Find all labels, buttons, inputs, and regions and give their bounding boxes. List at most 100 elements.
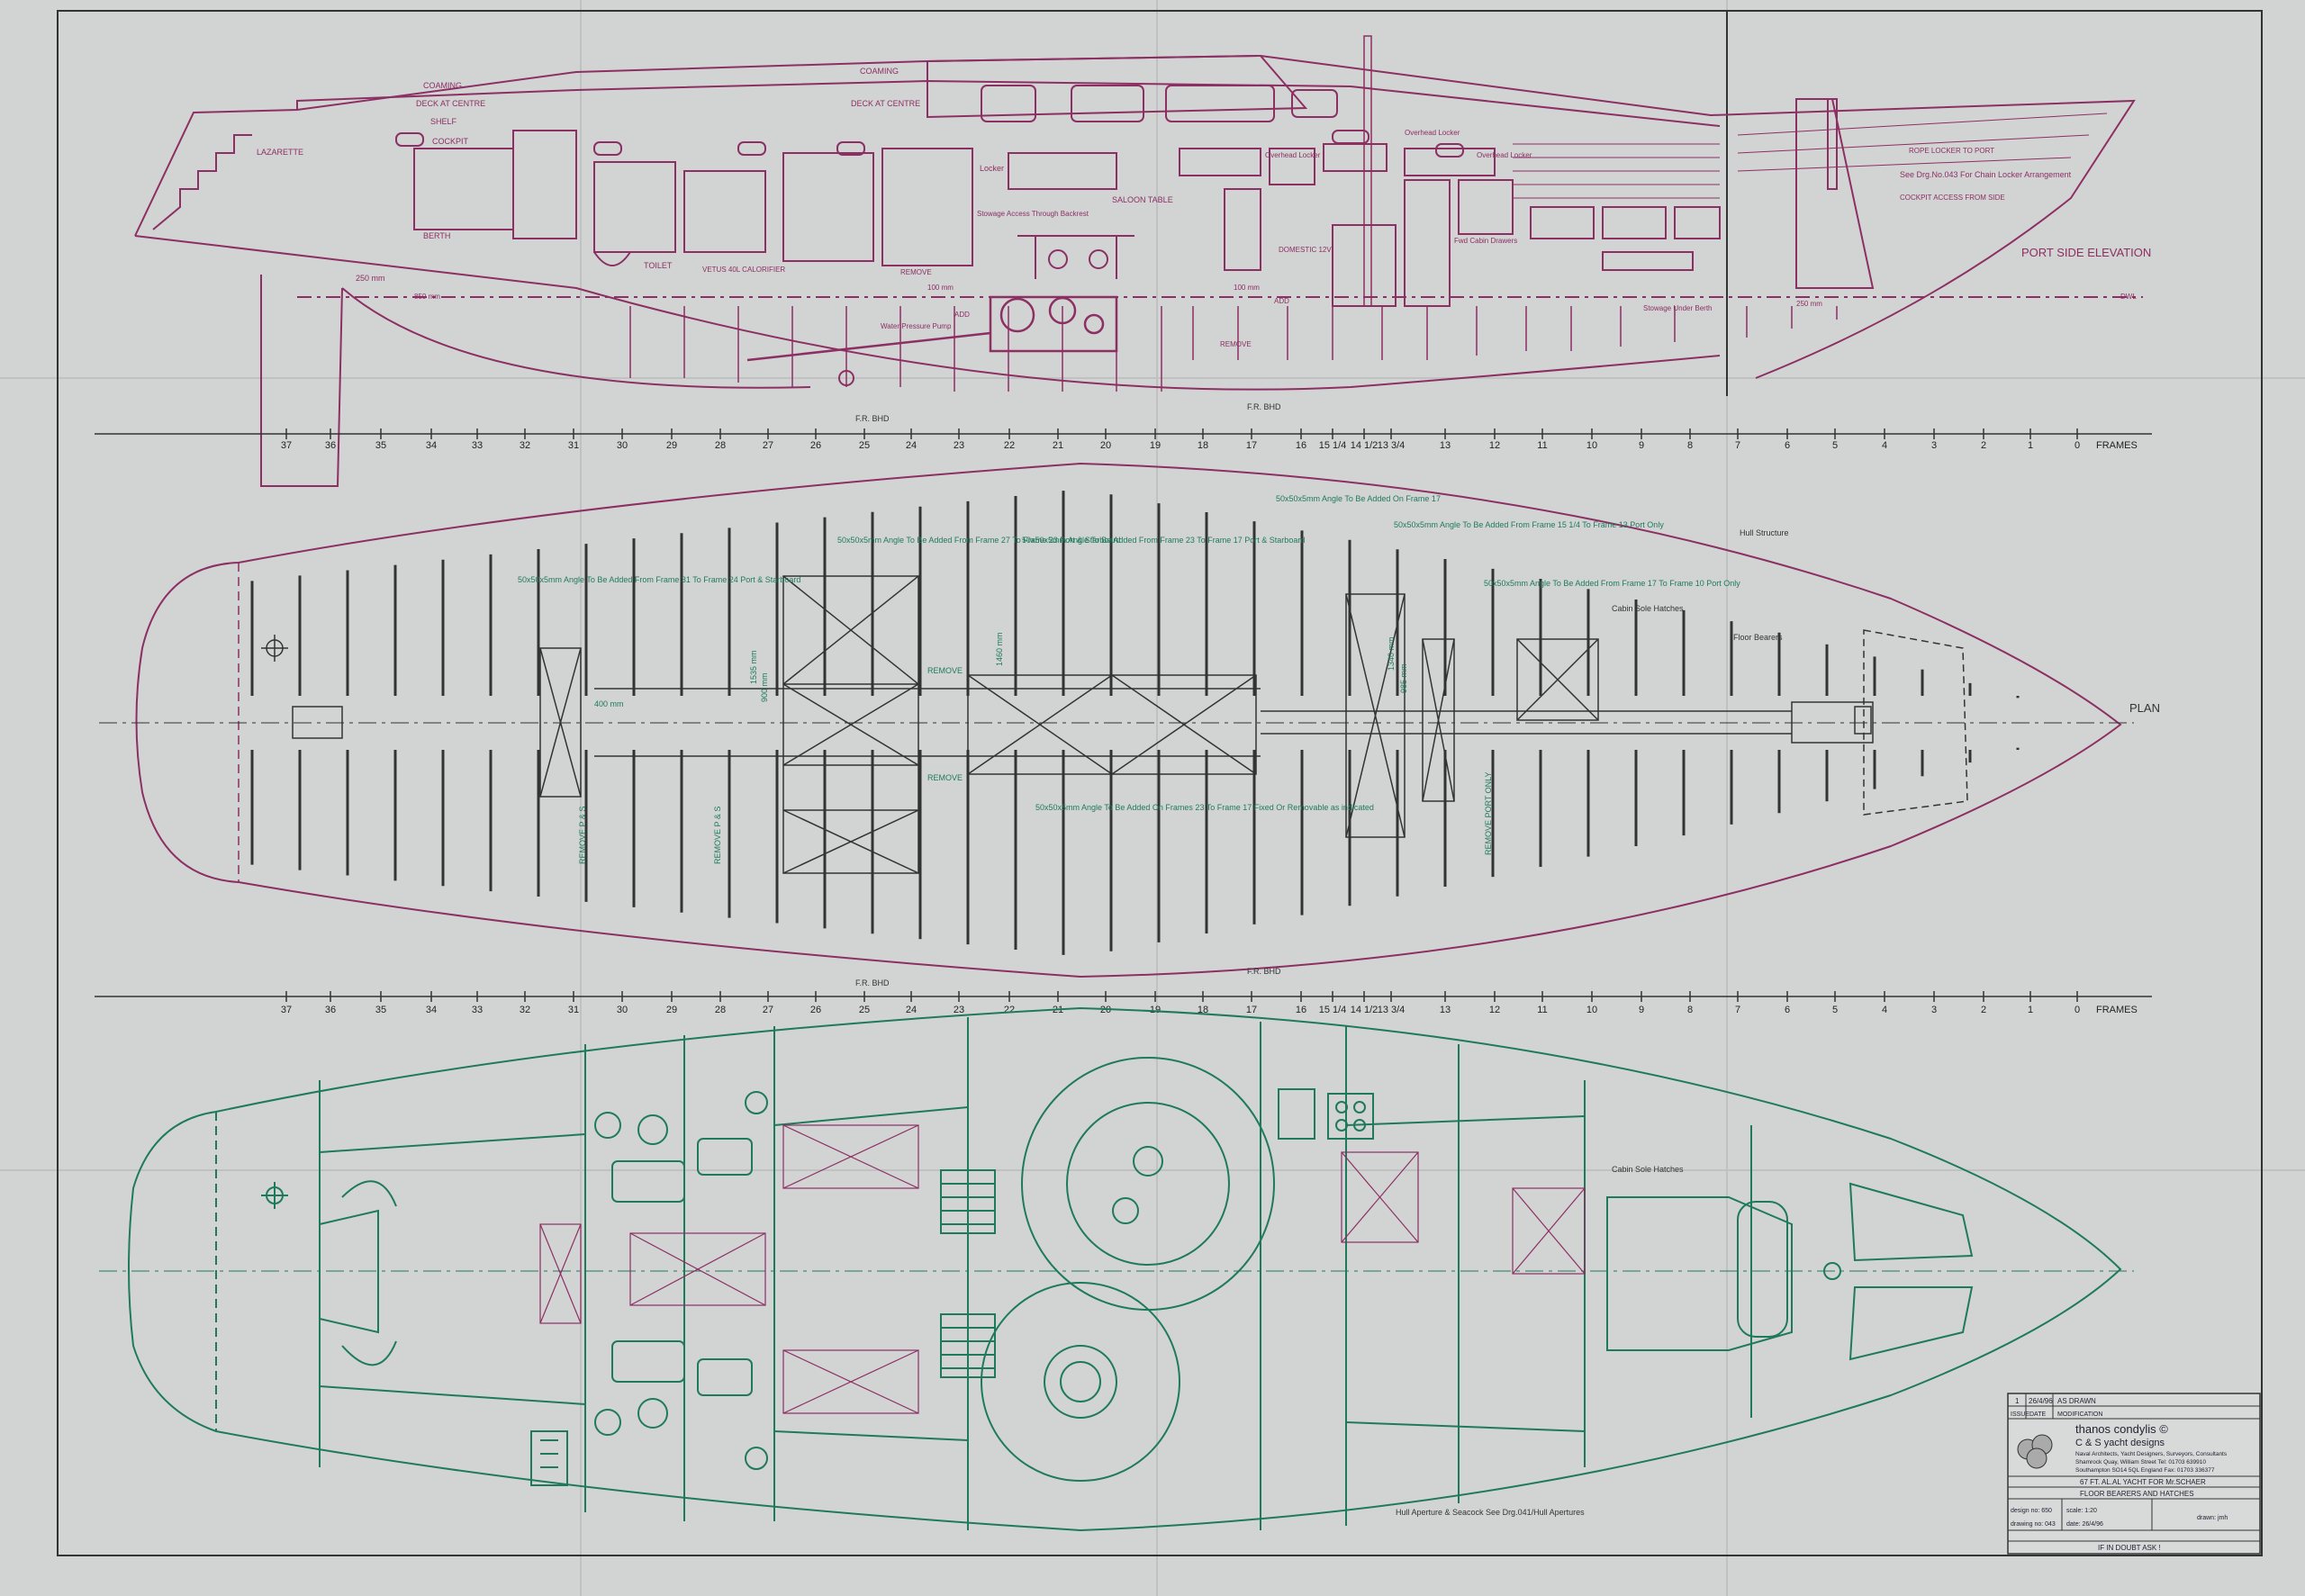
frame-number-label: 31 bbox=[568, 1005, 579, 1015]
frame-number-label: 32 bbox=[520, 440, 530, 451]
note-floor-bearers: Floor Bearers bbox=[1733, 633, 1783, 642]
label-fr-bhd-2: F.R. BHD bbox=[1247, 402, 1281, 411]
floor-bearers bbox=[250, 491, 2020, 955]
tb-rev-no: 1 bbox=[2015, 1397, 2020, 1405]
frame-number-label: 33 bbox=[472, 440, 483, 451]
frame-number-label: 18 bbox=[1198, 440, 1208, 451]
label-dim-850: 850 mm bbox=[414, 293, 440, 301]
frame-number-label: 4 bbox=[1882, 440, 1887, 451]
tb-scale: scale: 1:20 bbox=[2066, 1508, 2097, 1514]
frame-number-label: 2 bbox=[1981, 1005, 1986, 1015]
frame-number-label: 13 bbox=[1440, 1005, 1451, 1015]
label-dim-100-2: 100 mm bbox=[1234, 284, 1260, 292]
note-angle-frame-17: 50x50x5mm Angle To Be Added On Frame 17 bbox=[1276, 494, 1441, 503]
elevation-labels: COAMING COAMING DECK AT CENTRE DECK AT C… bbox=[257, 67, 2151, 423]
tb-rev-date: 26/4/96 bbox=[2029, 1397, 2053, 1405]
frame-number-label: 11 bbox=[1537, 1005, 1547, 1015]
frame-number-label: 4 bbox=[1882, 1005, 1887, 1015]
title-block: 1 26/4/96 AS DRAWN ISSUE DATE MODIFICATI… bbox=[2007, 1393, 2261, 1555]
frame-number-label: 0 bbox=[2074, 1005, 2080, 1015]
layout-notes: Cabin Sole Hatches Hull Aperture & Seaco… bbox=[1396, 1165, 1684, 1517]
layout-hatch-crosses bbox=[539, 1124, 1586, 1414]
frame-number-label: 29 bbox=[666, 1005, 677, 1015]
note-dim-1460: 1460 mm bbox=[995, 632, 1004, 666]
note-remove-1: REMOVE bbox=[927, 666, 963, 675]
frame-number-label: 20 bbox=[1100, 1005, 1111, 1015]
label-saloon-table: SALOON TABLE bbox=[1112, 195, 1173, 204]
frame-number-label: 23 bbox=[954, 1005, 964, 1015]
port-side-elevation bbox=[134, 35, 2143, 487]
note-remove-2: REMOVE bbox=[927, 773, 963, 782]
frame-number-label: 28 bbox=[715, 440, 726, 451]
note-remove-port: REMOVE PORT ONLY bbox=[1484, 771, 1493, 855]
tb-company-sub: C & S yacht designs bbox=[2075, 1438, 2165, 1448]
label-dim-100-1: 100 mm bbox=[927, 284, 954, 292]
tb-company-desc: Naval Architects, Yacht Designers, Surve… bbox=[2075, 1451, 2228, 1457]
frame-number-label: 20 bbox=[1100, 440, 1111, 451]
tb-drawn: drawn: jmh bbox=[2197, 1515, 2228, 1521]
frame-number-label: 16 bbox=[1296, 440, 1306, 451]
label-overhead-locker-1: Overhead Locker bbox=[1265, 151, 1321, 159]
frame-number-label: 14 1/2 bbox=[1351, 1005, 1378, 1015]
frame-number-label: 22 bbox=[1004, 1005, 1015, 1015]
note-angle-23-17: 50x50x5mm Angle To Be Added From Frame 2… bbox=[1022, 536, 1305, 545]
label-deck-centre-aft: DECK AT CENTRE bbox=[416, 99, 485, 108]
frame-number-label: 30 bbox=[617, 440, 628, 451]
label-dim-250-fwd: 250 mm bbox=[1796, 300, 1822, 308]
plan-title: PLAN bbox=[2129, 701, 2160, 715]
elevation-hull-profile bbox=[134, 54, 2136, 391]
note-hull-aperture: Hull Aperture & Seacock See Drg.041/Hull… bbox=[1396, 1508, 1585, 1517]
note-angle-17-10: 50x50x5mm Angle To Be Added From Frame 1… bbox=[1484, 579, 1740, 588]
frame-number-label: 22 bbox=[1004, 440, 1015, 451]
frame-number-label: 9 bbox=[1639, 440, 1644, 451]
dinette-round-fwd bbox=[981, 1282, 1180, 1482]
plan-frames-label: FRAMES bbox=[2096, 1005, 2138, 1015]
frame-number-label: 7 bbox=[1735, 440, 1740, 451]
note-angle-15-13: 50x50x5mm Angle To Be Added From Frame 1… bbox=[1394, 520, 1664, 529]
frame-number-label: 8 bbox=[1687, 440, 1693, 451]
label-deck-centre-fwd: DECK AT CENTRE bbox=[851, 99, 920, 108]
frame-number-label: 27 bbox=[763, 440, 773, 451]
label-add-1: ADD bbox=[954, 311, 970, 319]
tb-address-1: Shamrock Quay, William Street Tel: 01703… bbox=[2075, 1459, 2206, 1465]
frame-number-label: 23 bbox=[954, 440, 964, 451]
plan-hull-outline bbox=[135, 462, 2122, 978]
frame-number-label: 32 bbox=[520, 1005, 530, 1015]
frame-number-label: 35 bbox=[375, 440, 386, 451]
note-angle-27-23: 50x50x5mm Angle To Be Added From Frame 2… bbox=[837, 536, 1120, 545]
frame-number-label: 34 bbox=[426, 440, 437, 451]
label-fr-bhd-1: F.R. BHD bbox=[855, 414, 890, 423]
bearer-angle-boxes bbox=[539, 575, 1792, 874]
tb-hdr-date: DATE bbox=[2029, 1411, 2046, 1418]
note-dim-900: 900 mm bbox=[760, 672, 769, 702]
label-add-2: ADD bbox=[1274, 297, 1289, 305]
tb-project: 67 FT. AL.AL YACHT FOR Mr.SCHAER bbox=[2080, 1478, 2206, 1486]
label-stowage-under-berth: Stowage Under Berth bbox=[1643, 304, 1713, 312]
frame-number-label: 12 bbox=[1489, 440, 1500, 451]
tb-hdr-issue: ISSUE bbox=[2011, 1411, 2029, 1418]
frame-number-label: 5 bbox=[1832, 440, 1838, 451]
drawing-border bbox=[57, 10, 2263, 1556]
frame-number-label: 19 bbox=[1150, 1005, 1161, 1015]
frame-number-label: 37 bbox=[281, 440, 292, 451]
note-dim-1340: 1340 mm bbox=[1387, 636, 1396, 671]
label-chain-locker-note: See Drg.No.043 For Chain Locker Arrangem… bbox=[1900, 170, 2072, 179]
tb-hdr-mod: MODIFICATION bbox=[2057, 1411, 2102, 1418]
label-stowage-access: Stowage Access Through Backrest bbox=[977, 210, 1089, 218]
frame-number-label: 36 bbox=[325, 1005, 336, 1015]
label-port-side-elevation: PORT SIDE ELEVATION bbox=[2021, 246, 2151, 259]
note-dim-400: 400 mm bbox=[594, 699, 624, 708]
tb-drawing-no: drawing no: 043 bbox=[2011, 1521, 2056, 1528]
tb-company-name: thanos condylis © bbox=[2075, 1422, 2168, 1436]
frame-number-label: 8 bbox=[1687, 1005, 1693, 1015]
label-overhead-locker-2: Overhead Locker bbox=[1405, 129, 1460, 137]
note-angle-removable: 50x50x5mm Angle To Be Added On Frames 23… bbox=[1035, 803, 1374, 812]
note-dim-1535: 1535 mm bbox=[749, 650, 758, 684]
label-lazarette: LAZARETTE bbox=[257, 148, 303, 157]
label-engine: VETUS 40L CALORIFIER bbox=[702, 266, 785, 274]
note-remove-ps-2: REMOVE P & S bbox=[713, 807, 722, 864]
label-dwl: DWL bbox=[2120, 293, 2137, 301]
frame-number-label: 9 bbox=[1639, 1005, 1644, 1015]
frame-number-label: 36 bbox=[325, 440, 336, 451]
